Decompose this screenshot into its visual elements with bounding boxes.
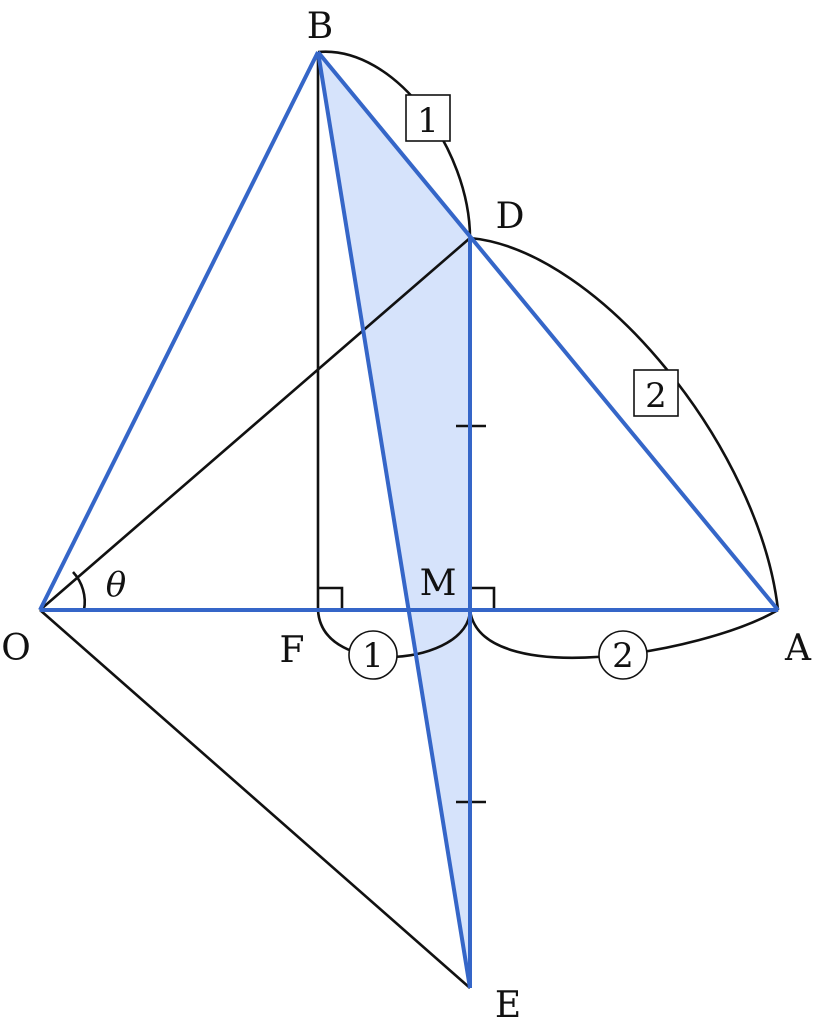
point-label-e: E	[495, 985, 521, 1024]
point-label-a: A	[784, 628, 812, 669]
point-label-d: D	[496, 196, 525, 237]
point-label-o: O	[1, 628, 31, 669]
svg-text:2: 2	[645, 376, 667, 416]
segment-be	[316, 51, 472, 989]
angle-label-theta: θ	[106, 565, 126, 605]
svg-text:2: 2	[612, 636, 634, 676]
ratio-label-bd: 1	[405, 94, 451, 142]
right-angle-mark-m	[470, 586, 496, 610]
point-label-f: F	[280, 630, 305, 671]
svg-text:1: 1	[362, 636, 384, 676]
segment-ba	[316, 50, 780, 612]
segment-oe	[39, 609, 471, 989]
ratio-label-da: 2	[633, 369, 679, 417]
angle-arc-theta	[72, 571, 86, 611]
ratio-arc-da	[469, 236, 780, 611]
segment-od	[39, 237, 471, 611]
segment-ob	[38, 51, 320, 611]
point-label-b: B	[307, 6, 333, 47]
point-label-m: M	[420, 563, 457, 604]
ratio-label-fm: 1	[348, 630, 398, 680]
ratio-label-ma: 2	[598, 630, 648, 680]
right-angle-mark-f	[318, 586, 344, 610]
svg-text:1: 1	[417, 101, 439, 141]
